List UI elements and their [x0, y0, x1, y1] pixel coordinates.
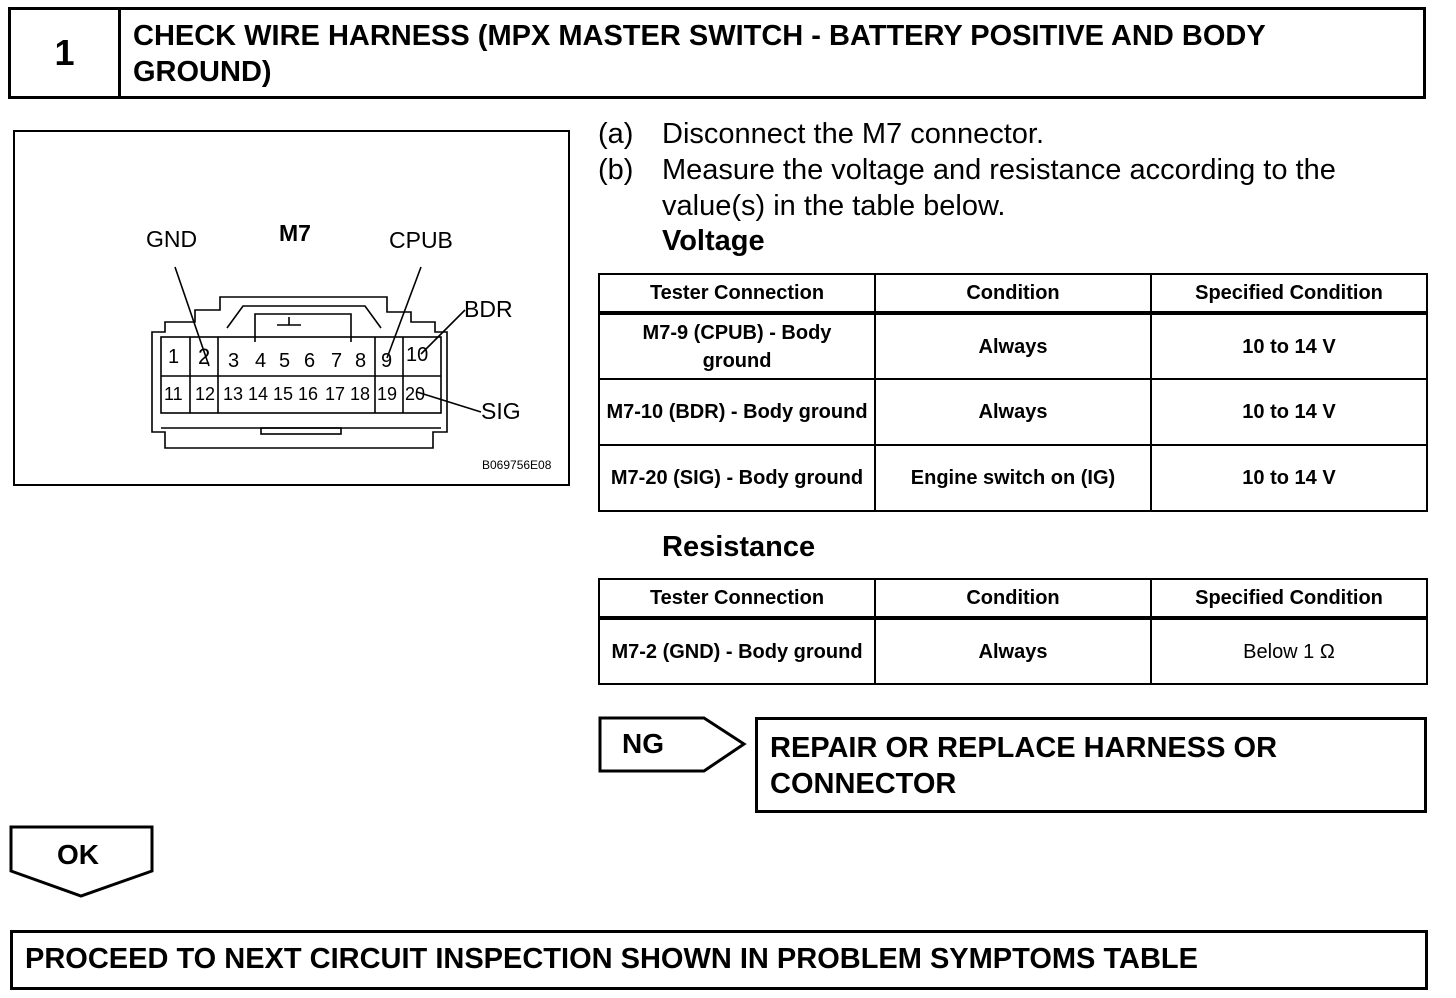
resistance-heading: Resistance	[662, 531, 816, 563]
instruction-text-continued: value(s) in the table below.	[662, 190, 1006, 222]
instruction-text: Measure the voltage and resistance accor…	[662, 154, 1336, 186]
column-header: Condition	[874, 578, 1152, 620]
column-header: Tester Connection	[598, 273, 876, 315]
condition-cell: Always	[874, 617, 1152, 685]
pin-number: 16	[298, 384, 319, 404]
pin-number: 14	[248, 384, 269, 404]
pin-number: 5	[279, 350, 291, 372]
pin-number: 11	[164, 384, 183, 404]
condition-cell: Always	[874, 312, 1152, 380]
step-number: 1	[11, 10, 121, 96]
pin-number: 17	[325, 384, 346, 404]
pin-number: 18	[350, 384, 371, 404]
pin-number: 15	[273, 384, 294, 404]
table-header-row: Tester Connection Condition Specified Co…	[598, 578, 1428, 620]
column-header: Specified Condition	[1150, 273, 1428, 315]
column-header: Specified Condition	[1150, 578, 1428, 620]
pin-number: 9	[381, 350, 393, 372]
specified-condition-cell: Below 1 Ω	[1150, 617, 1428, 685]
cpub-label: CPUB	[389, 227, 453, 253]
pin-number: 20	[405, 384, 426, 404]
tester-connection-cell: M7-10 (BDR) - Body ground	[598, 378, 876, 446]
instruction-label: (a)	[598, 118, 634, 150]
proceed-text: PROCEED TO NEXT CIRCUIT INSPECTION SHOWN…	[25, 943, 1198, 975]
pin-number: 12	[195, 384, 216, 404]
ng-label: NG	[622, 728, 664, 759]
pin-number: 19	[377, 384, 398, 404]
instructions: (a) Disconnect the M7 connector. (b) Mea…	[598, 116, 1418, 226]
instruction-label: (b)	[598, 154, 634, 186]
pin-number: 8	[355, 350, 367, 372]
tester-connection-cell: M7-9 (CPUB) - Body ground	[598, 312, 876, 380]
connector-name: M7	[279, 220, 311, 246]
bdr-label: BDR	[464, 296, 513, 322]
table-row: M7-2 (GND) - Body ground Always Below 1 …	[598, 617, 1428, 685]
connector-diagram: GND M7 CPUB BDR SIG 1 2 3 4 5 6 7 8 9 10…	[13, 130, 570, 486]
condition-cell: Engine switch on (IG)	[874, 444, 1152, 512]
ok-flag: OK	[9, 825, 155, 899]
ng-arrow-icon	[598, 716, 747, 773]
table-row: M7-10 (BDR) - Body ground Always 10 to 1…	[598, 378, 1428, 446]
step-title: CHECK WIRE HARNESS (MPX MASTER SWITCH - …	[133, 20, 1266, 88]
table-row: M7-20 (SIG) - Body ground Engine switch …	[598, 444, 1428, 512]
resistance-table: Tester Connection Condition Specified Co…	[598, 578, 1428, 685]
pin-number: 10	[406, 344, 429, 366]
column-header: Tester Connection	[598, 578, 876, 620]
pin-number: 1	[168, 346, 180, 368]
column-header: Condition	[874, 273, 1152, 315]
ok-arrow-icon	[9, 825, 154, 898]
sig-label: SIG	[481, 398, 521, 424]
specified-condition-cell: 10 to 14 V	[1150, 312, 1428, 380]
figure-code: B069756E08	[482, 458, 552, 472]
tester-connection-cell: M7-2 (GND) - Body ground	[598, 617, 876, 685]
proceed-box: PROCEED TO NEXT CIRCUIT INSPECTION SHOWN…	[10, 930, 1428, 990]
specified-condition-cell: 10 to 14 V	[1150, 378, 1428, 446]
specified-condition-cell: 10 to 14 V	[1150, 444, 1428, 512]
pin-number: 3	[228, 350, 240, 372]
step-header: 1 CHECK WIRE HARNESS (MPX MASTER SWITCH …	[8, 7, 1426, 99]
ng-flag: NG	[598, 716, 748, 774]
pin-number: 13	[223, 384, 244, 404]
condition-cell: Always	[874, 378, 1152, 446]
voltage-table: Tester Connection Condition Specified Co…	[598, 273, 1428, 512]
voltage-heading: Voltage	[662, 225, 765, 257]
instruction-text: Disconnect the M7 connector.	[662, 118, 1045, 150]
pin-number: 2	[198, 344, 211, 369]
tester-connection-cell: M7-20 (SIG) - Body ground	[598, 444, 876, 512]
connector-drawing	[151, 266, 482, 449]
gnd-label: GND	[146, 226, 198, 252]
pin-number: 6	[304, 350, 316, 372]
pin-number: 7	[331, 350, 343, 372]
ok-label: OK	[57, 839, 99, 870]
pin-number: 4	[255, 350, 267, 372]
ng-result-box: REPAIR OR REPLACE HARNESS OR CONNECTOR	[755, 717, 1427, 813]
table-row: M7-9 (CPUB) - Body ground Always 10 to 1…	[598, 312, 1428, 380]
table-header-row: Tester Connection Condition Specified Co…	[598, 273, 1428, 315]
ng-result-text: REPAIR OR REPLACE HARNESS OR CONNECTOR	[770, 732, 1278, 800]
